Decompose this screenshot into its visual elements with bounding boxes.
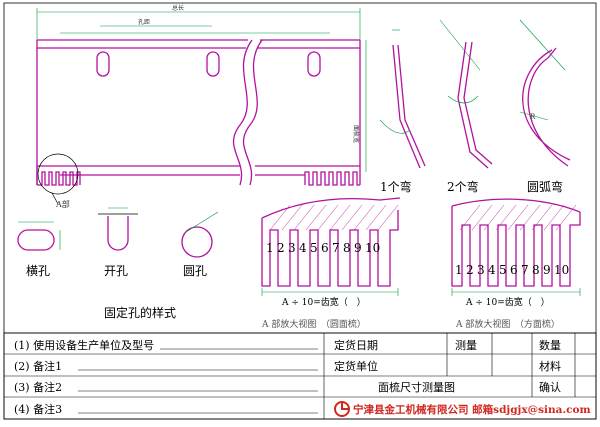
round-hole-label: 圆孔 (183, 264, 207, 278)
tooth-number: 1 (455, 263, 463, 277)
dim-width-label: 面梳宽 (352, 125, 360, 143)
round-hole: 圆孔 (181, 211, 219, 278)
confirm-label: 确认 (539, 381, 561, 394)
drawing-name-label: 面梳尺寸测量图 (378, 380, 455, 394)
arc-bend-label: 圆弧弯 (527, 179, 563, 194)
oblong-hole-label: 横孔 (26, 264, 50, 278)
sheet-border (3, 2, 597, 420)
tooth-number: 3 (288, 241, 296, 255)
tooth-number: 7 (521, 263, 529, 277)
dim-pitch-label: 孔距 (138, 18, 150, 26)
order-unit-label: 定货单位 (334, 359, 378, 373)
row-1-label: (1) 使用设备生产单位及型号 (14, 338, 154, 352)
tooth-number: 5 (499, 263, 507, 277)
row-4-label: (4) 备注3 (14, 402, 62, 416)
tooth-number: 8 (343, 241, 351, 255)
a-part-label: A部 (55, 199, 70, 209)
tooth-number: 5 (310, 241, 318, 255)
one-bend-profile: 1个弯 (379, 29, 426, 194)
tooth-number: 9 (543, 263, 551, 277)
tooth-number: 6 (510, 263, 518, 277)
arc-r-label: R (530, 113, 536, 121)
tooth-number: 9 (354, 241, 362, 255)
title-block: (1) 使用设备生产单位及型号 (2) 备注1 (3) 备注2 (4) 备注3 … (3, 332, 597, 420)
one-bend-label: 1个弯 (380, 179, 412, 194)
hole-styles-title: 固定孔的样式 (104, 305, 176, 320)
company-label: 宁津县金工机械有限公司 邮箱sdjgjx@sina.com (353, 403, 591, 416)
tooth-number: 2 (466, 263, 474, 277)
main-plate: 总长 孔距 面梳宽 A部 (36, 4, 367, 209)
tooth-number: 8 (532, 263, 540, 277)
order-date-label: 定货日期 (334, 338, 378, 352)
quantity-label: 数量 (539, 339, 561, 352)
tooth-number: 6 (321, 241, 329, 255)
tooth-number: 10 (365, 241, 380, 255)
tooth-number: 7 (332, 241, 340, 255)
tooth-number: 10 (554, 263, 569, 277)
two-bend-label: 2个弯 (447, 179, 479, 194)
tooth-number: 2 (277, 241, 285, 255)
open-hole: 开孔 (98, 207, 138, 278)
tooth-number: 3 (477, 263, 485, 277)
tooth-number: 1 (266, 241, 274, 255)
dim-total-label: 总长 (172, 4, 184, 12)
tooth-number: 4 (299, 241, 307, 255)
enlarged-left-label: A 部放大视图 （圆面梳） (261, 318, 366, 330)
oblong-hole: 横孔 (17, 221, 61, 278)
enlarged-right-label: A 部放大视图 （方面梳） (455, 318, 560, 330)
pitch-left-label: A ÷ 10=齿宽（ ） (281, 296, 366, 308)
two-bend-profile: 2个弯 (439, 19, 493, 194)
row-2-label: (2) 备注1 (14, 359, 62, 373)
measure-label: 测量 (455, 339, 477, 352)
row-3-label: (3) 备注2 (14, 380, 62, 394)
pitch-right-label: A ÷ 10=齿宽（ ） (465, 296, 550, 308)
open-hole-label: 开孔 (104, 264, 128, 278)
tooth-number: 4 (488, 263, 496, 277)
arc-bend-profile: R 圆弧弯 (519, 19, 571, 194)
company-logo-icon (334, 401, 350, 417)
material-label: 材料 (539, 359, 561, 373)
